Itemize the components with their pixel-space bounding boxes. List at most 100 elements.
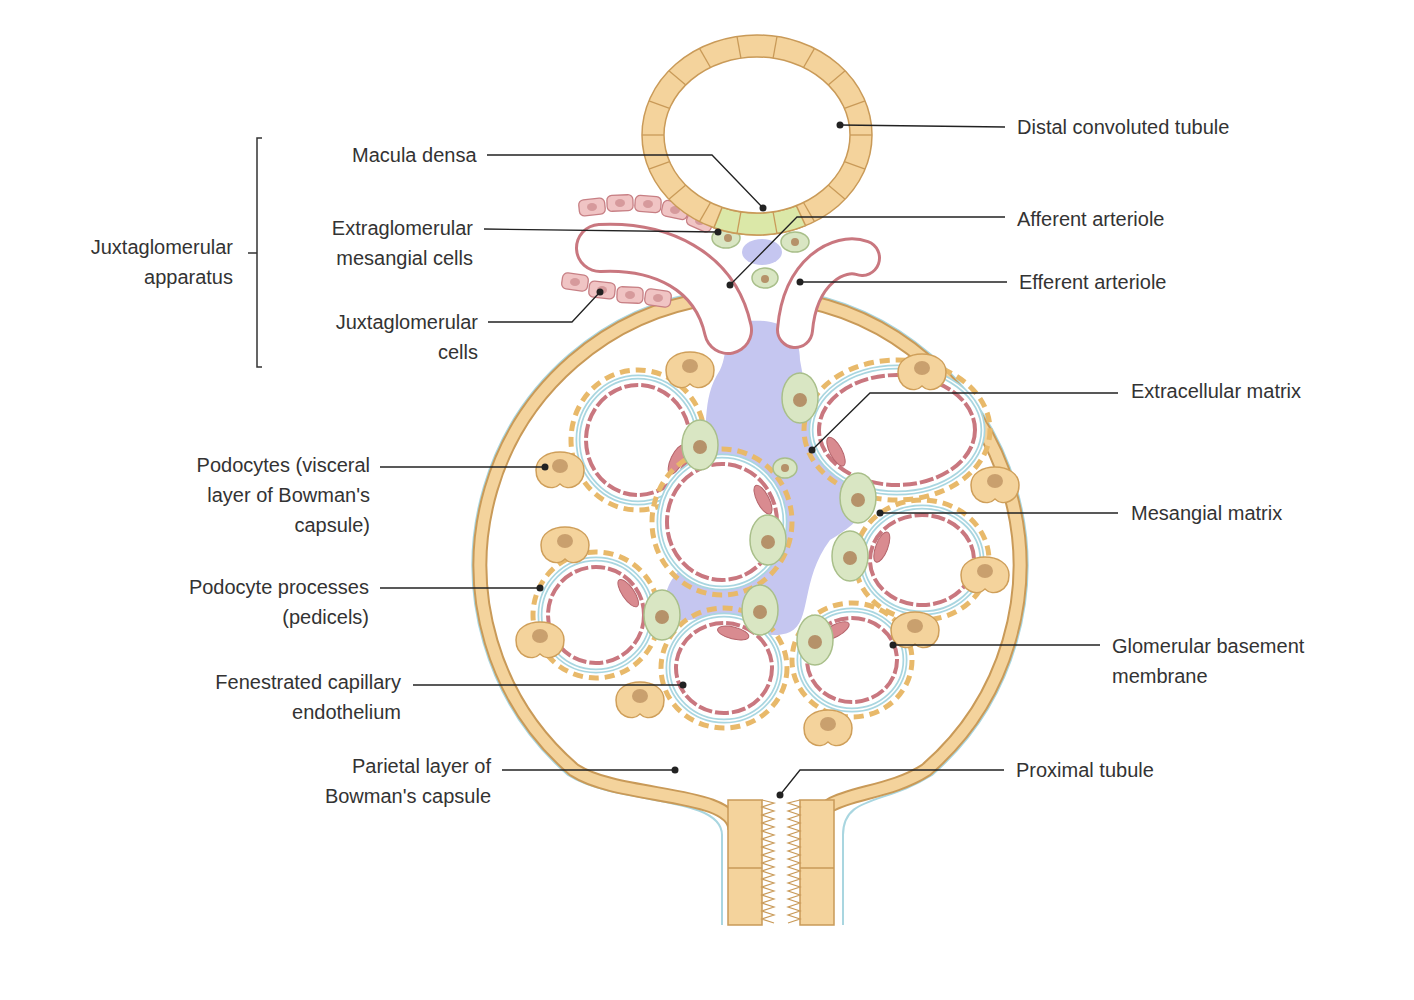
nucleus (753, 605, 767, 619)
dct-cell-border (850, 134, 872, 135)
arterioles (600, 248, 862, 330)
podocyte-foot-processes (533, 552, 659, 678)
nucleus (693, 440, 707, 454)
leader-line (487, 155, 763, 208)
juxtaglomerular-cell (617, 287, 644, 304)
callout-label: Extracellular matrix (1131, 376, 1301, 406)
leader-line (488, 292, 600, 322)
nucleus (643, 200, 653, 208)
nucleus (820, 717, 836, 731)
callout-label: Mesangial matrix (1131, 498, 1282, 528)
endothelial-nucleus (614, 576, 642, 609)
dct-cell-border (700, 48, 711, 67)
callout-label: Glomerular basement membrane (1112, 631, 1362, 691)
brush-border (762, 800, 800, 923)
dct-cell-border (804, 48, 815, 67)
leader-dot (777, 792, 784, 799)
callout-label: Distal convoluted tubule (1017, 112, 1229, 142)
nucleus (791, 238, 799, 246)
nucleus (851, 493, 865, 507)
callout-label: Proximal tubule (1016, 755, 1154, 785)
dct-cell-border (844, 101, 865, 109)
leader-line (780, 770, 1004, 795)
nucleus (808, 635, 822, 649)
capsule-outline (473, 290, 1028, 925)
basement-membrane-gap (659, 456, 785, 588)
callout-label: Juxtaglomerular cells (308, 307, 478, 367)
nucleus (632, 689, 648, 703)
basement-membrane (811, 367, 983, 493)
fenestrated-endothelium (870, 515, 974, 605)
mesangial-cell (644, 590, 680, 640)
endothelial-nucleus (750, 483, 775, 517)
nucleus (570, 278, 580, 286)
callout-label: Efferent arteriole (1019, 267, 1167, 297)
podocyte-foot-processes (855, 500, 989, 620)
mesangial-cell (752, 268, 778, 288)
leader-dot (537, 585, 544, 592)
leader-dot (715, 229, 722, 236)
nucleus (987, 474, 1003, 488)
endothelial-nucleus (823, 435, 849, 469)
dct-cell-border (773, 37, 777, 59)
efferent-arteriole-wall (795, 256, 862, 330)
nucleus (781, 464, 789, 472)
juxtaglomerular-cell (644, 288, 672, 307)
nucleus (653, 294, 663, 302)
nucleus (724, 234, 732, 242)
fenestrated-endothelium (819, 375, 975, 485)
tubule-cell-border (800, 867, 834, 869)
dct-lumen (664, 57, 850, 213)
mesangial-cell (781, 232, 809, 252)
dct-outer (642, 35, 872, 235)
leader-dot (877, 510, 884, 517)
nucleus (977, 564, 993, 578)
mesangial-cell (797, 615, 833, 665)
nucleus (552, 459, 568, 473)
dct-cell-border (649, 162, 670, 170)
basement-membrane-gap (811, 367, 983, 493)
brush-border-line (762, 800, 774, 923)
nucleus (793, 393, 807, 407)
podocyte (516, 622, 564, 658)
nucleus (761, 535, 775, 549)
dct-cell-border (828, 71, 845, 85)
juxtaglomerular-cell (561, 272, 589, 291)
callout-label: Podocyte processes (pedicels) (154, 572, 369, 632)
nucleus (843, 551, 857, 565)
podocyte-foot-processes (652, 449, 792, 595)
nucleus (625, 291, 635, 299)
leader-dot (890, 642, 897, 649)
leader-dot (760, 205, 767, 212)
leader-line (880, 512, 1118, 513)
leader-line (502, 769, 675, 770)
leader-dot (727, 282, 734, 289)
mesangial-cell (832, 531, 868, 581)
apparatus-bracket (248, 138, 262, 367)
afferent-arteriole-wall (600, 248, 728, 330)
leader-line (484, 229, 718, 232)
basement-membrane (862, 507, 982, 613)
callout-label: Parietal layer of Bowman's capsule (301, 751, 491, 811)
nucleus (761, 275, 769, 283)
proximal-tubule (728, 800, 834, 925)
dct-cell-border (804, 203, 815, 222)
nucleus (557, 534, 573, 548)
leader-lines (380, 125, 1118, 795)
dct-cell-border (773, 212, 777, 234)
podocyte (961, 557, 1009, 593)
parietal-edge-right (788, 298, 1020, 830)
tubule-wall-left (728, 800, 762, 925)
distal-convoluted-tubule (642, 35, 872, 235)
dct-cell-border (649, 101, 670, 109)
nucleus (615, 199, 625, 207)
dct-cell-border (669, 185, 686, 199)
leader-line (380, 587, 540, 588)
leader-dot (837, 122, 844, 129)
leader-dot (597, 289, 604, 296)
basement-membrane (659, 456, 785, 588)
dct-cell-border (669, 71, 686, 85)
podocyte (541, 527, 589, 563)
podocyte (898, 354, 946, 390)
parietal-fill-right (788, 298, 1020, 830)
